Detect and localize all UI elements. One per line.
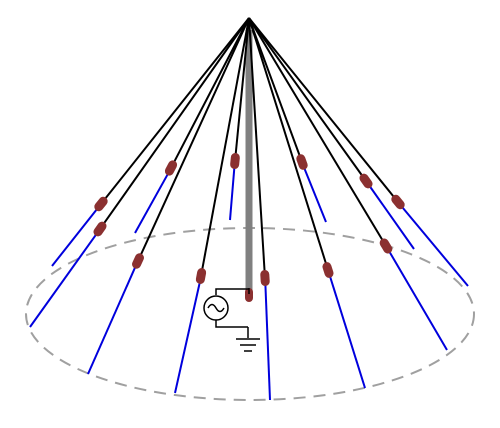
guy-wire-segment xyxy=(248,17,396,198)
insulator xyxy=(391,194,405,210)
insulator xyxy=(359,173,373,189)
source-top-lead xyxy=(215,288,249,295)
guy-wire xyxy=(29,17,250,328)
antenna-wire-segment xyxy=(51,208,99,267)
guy-wire xyxy=(248,17,448,351)
guy-wire xyxy=(134,17,250,234)
source-bottom-lead xyxy=(215,320,248,328)
guy-wire-segment xyxy=(201,17,250,271)
guy-wire-segment xyxy=(139,17,250,256)
insulator xyxy=(379,238,393,254)
insulator xyxy=(296,154,308,170)
guy-wire-segment xyxy=(248,17,266,273)
insulator xyxy=(132,253,144,269)
antenna-wire-segment xyxy=(134,172,170,234)
antenna-wire-segment xyxy=(303,167,327,223)
guy-wire xyxy=(174,17,250,394)
antenna-wire-segment xyxy=(87,266,137,375)
guy-wire xyxy=(248,17,271,401)
antenna-wire-segment xyxy=(368,185,415,250)
guy-wire-segment xyxy=(103,17,250,200)
guy-wire xyxy=(87,17,250,375)
insulator xyxy=(164,160,178,176)
insulator xyxy=(322,262,334,278)
guy-wire-segment xyxy=(172,17,250,164)
insulator xyxy=(94,196,108,212)
guy-wire-segment xyxy=(234,17,250,156)
guy-wire xyxy=(248,17,327,223)
guy-wire-segment xyxy=(248,17,328,265)
antenna-wire-segment xyxy=(401,206,469,287)
ground-symbol-icon xyxy=(236,338,260,352)
guy-wire xyxy=(248,17,469,287)
guy-wire xyxy=(248,17,415,250)
guy-wire xyxy=(248,17,366,389)
guy-wire-segment xyxy=(248,17,364,177)
guy-wire-segment xyxy=(248,17,301,157)
insulator xyxy=(93,221,107,237)
antenna-wire-segment xyxy=(174,281,201,394)
antenna-wire-segment xyxy=(229,166,236,221)
feed-circuit xyxy=(203,288,260,352)
insulator xyxy=(195,268,207,284)
antenna-wire-segment xyxy=(264,283,271,401)
antenna-wire-segment xyxy=(29,233,98,328)
guy-wire-segment xyxy=(102,17,250,225)
guy-wire-segment xyxy=(248,17,384,242)
guy-wire xyxy=(51,17,250,267)
insulator xyxy=(260,270,270,286)
insulator xyxy=(230,153,240,169)
antenna-wire-segment xyxy=(388,250,448,351)
guy-wires xyxy=(29,17,469,401)
guy-wire xyxy=(229,17,250,221)
ac-source-icon xyxy=(203,295,229,321)
antenna-wire-segment xyxy=(328,275,366,389)
mast-base-insulator xyxy=(245,288,253,302)
